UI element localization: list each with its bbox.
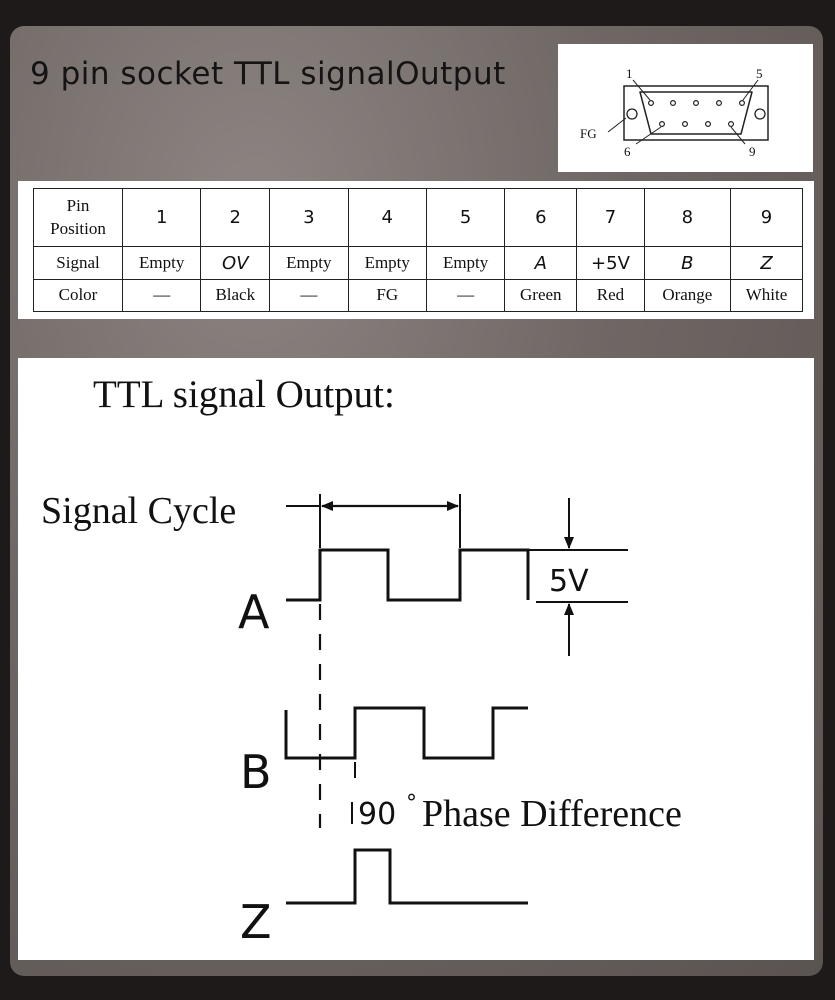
color-cell: White xyxy=(730,278,803,313)
color-cell: — xyxy=(269,278,349,313)
row-label-position-line2: Position xyxy=(50,218,106,238)
voltage-label: 5V xyxy=(549,564,589,599)
phase-degree-symbol: ° xyxy=(406,791,417,816)
page-title: 9 pin socket TTL signalOutput xyxy=(30,56,506,92)
pin-position-cell: 3 xyxy=(269,187,349,248)
channel-b-label: B xyxy=(240,745,272,799)
mount-hole-right xyxy=(754,108,766,120)
phase-difference-label: Phase Difference xyxy=(422,793,682,835)
leader-lines xyxy=(607,79,759,145)
pin-5-label: 5 xyxy=(756,66,763,81)
connector-trapezoid xyxy=(639,91,753,135)
waveform-panel: TTL signal Output: Signal Cycle A 5V B xyxy=(18,358,814,960)
mount-hole-left xyxy=(626,108,638,120)
row-label-signal: Signal xyxy=(33,246,123,280)
pin-position-cell: 2 xyxy=(200,187,271,248)
color-cell: Black xyxy=(200,278,271,313)
color-cell: Green xyxy=(504,278,578,313)
waveform-a xyxy=(286,548,530,602)
signal-cycle-label: Signal Cycle xyxy=(41,490,236,532)
pin-table-panel: Pin Position 1 2 3 4 5 6 7 8 9 Signal Em… xyxy=(18,181,814,319)
signal-cell: Empty xyxy=(269,246,349,280)
pin-position-cell: 8 xyxy=(643,187,732,248)
row-label-position-line1: Pin xyxy=(66,195,90,215)
pin-row-bottom xyxy=(658,120,735,127)
pin-assignment-table: Pin Position 1 2 3 4 5 6 7 8 9 Signal Em… xyxy=(33,187,803,313)
connector-panel: 1 5 6 9 FG xyxy=(558,44,813,172)
signal-cell: Empty xyxy=(425,246,506,280)
pin-row-top xyxy=(647,99,746,106)
table-row-color: Color — Black — FG — Green Red Orange Wh… xyxy=(33,278,803,313)
signal-cell: B xyxy=(643,246,732,280)
phase-value: 90 xyxy=(358,797,396,832)
db9-connector-drawing: 1 5 6 9 FG xyxy=(580,66,769,159)
waveform-title: TTL signal Output: xyxy=(93,373,395,416)
channel-z-label: Z xyxy=(240,895,272,949)
pin-6-label: 6 xyxy=(624,144,631,159)
pin-position-cell: 7 xyxy=(576,187,645,248)
row-label-position: Pin Position xyxy=(33,187,123,248)
signal-cell: A xyxy=(504,246,578,280)
signal-cell: OV xyxy=(200,246,271,280)
color-cell: — xyxy=(425,278,506,313)
row-label-color: Color xyxy=(33,278,123,313)
color-cell: — xyxy=(121,278,202,313)
table-row-position: Pin Position 1 2 3 4 5 6 7 8 9 xyxy=(33,187,803,248)
pin-1-label: 1 xyxy=(626,66,633,81)
signal-cell: +5V xyxy=(576,246,645,280)
signal-cell: Empty xyxy=(347,246,427,280)
fg-label: FG xyxy=(580,126,597,141)
pin-position-cell: 9 xyxy=(730,187,803,248)
pin-9-label: 9 xyxy=(749,144,756,159)
color-cell: FG xyxy=(347,278,427,313)
waveform-b xyxy=(284,706,528,760)
connector-shell xyxy=(623,85,769,141)
pin-position-cell: 4 xyxy=(347,187,427,248)
waveform-z xyxy=(286,848,528,905)
signal-cell: Z xyxy=(730,246,803,280)
signal-cell: Empty xyxy=(121,246,202,280)
pin-position-cell: 1 xyxy=(121,187,202,248)
pin-position-cell: 5 xyxy=(425,187,506,248)
waveform-diagram: Signal Cycle A 5V B 90 ° Phase Differenc… xyxy=(41,490,682,949)
color-cell: Red xyxy=(576,278,645,313)
color-cell: Orange xyxy=(643,278,732,313)
table-row-signal: Signal Empty OV Empty Empty Empty A +5V … xyxy=(33,246,803,280)
channel-a-label: A xyxy=(238,585,270,639)
pin-position-cell: 6 xyxy=(504,187,578,248)
